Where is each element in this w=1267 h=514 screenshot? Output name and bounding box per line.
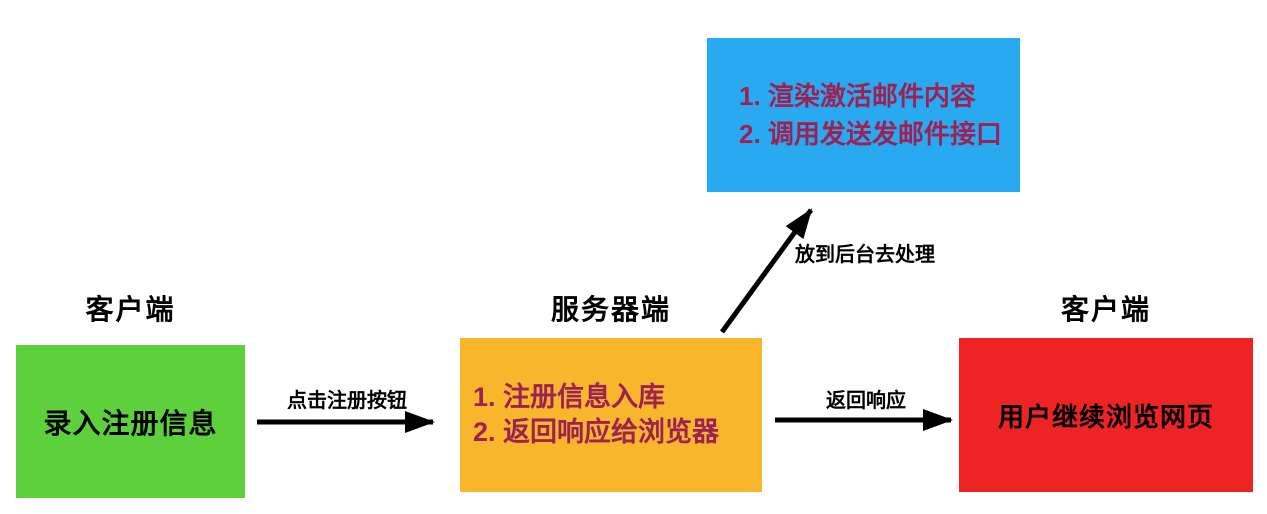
arrow-label-register: 点击注册按钮 [287,390,407,412]
node-client-input: 录入注册信息 [16,345,245,498]
node-background-task-line1: 1. 渲染激活邮件内容 [739,81,976,111]
node-server: 1. 注册信息入库 2. 返回响应给浏览器 [460,338,762,492]
lane-header-client-left: 客户端 [85,294,176,325]
node-client-result: 用户继续浏览网页 [959,338,1253,492]
node-client-result-label: 用户继续浏览网页 [997,401,1214,432]
node-server-line1: 1. 注册信息入库 [473,382,666,412]
arrow-label-background-task: 放到后台去处理 [795,244,935,266]
lane-header-client-right: 客户端 [1060,294,1151,325]
node-background-task: 1. 渲染激活邮件内容 2. 调用发送发邮件接口 [707,38,1020,192]
node-server-line2: 2. 返回响应给浏览器 [473,417,720,447]
lane-header-server: 服务器端 [550,294,671,325]
node-background-task-line2: 2. 调用发送发邮件接口 [739,119,1002,149]
node-client-input-label: 录入注册信息 [43,407,218,439]
arrow-label-response: 返回响应 [826,390,906,412]
